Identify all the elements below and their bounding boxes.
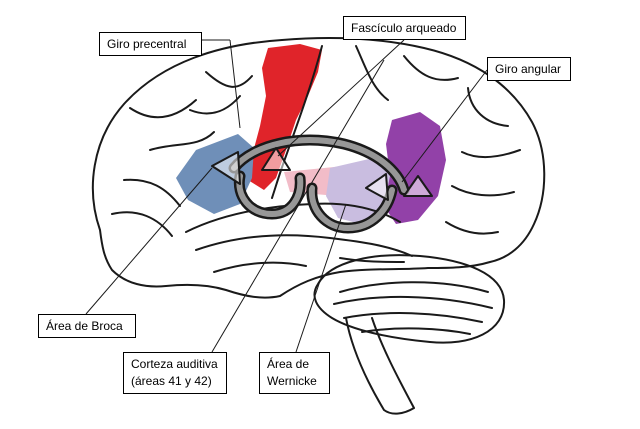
leader-auditiva xyxy=(211,59,385,353)
arrowhead-wernicke xyxy=(365,173,389,201)
label-giro-angular-text: Giro angular xyxy=(495,62,562,76)
leader-wernicke xyxy=(295,203,347,353)
label-giro-precentral: Giro precentral xyxy=(99,32,202,56)
gyri-parietal xyxy=(355,45,521,235)
label-corteza-auditiva: Corteza auditiva (áreas 41 y 42) xyxy=(123,352,227,394)
brain-stem xyxy=(345,317,415,415)
label-corteza-auditiva-line1: Corteza auditiva xyxy=(131,357,218,371)
cerebellum-outline xyxy=(313,254,506,344)
label-giro-precentral-text: Giro precentral xyxy=(107,37,187,51)
label-area-wernicke: Área de Wernicke xyxy=(259,352,330,394)
label-giro-angular: Giro angular xyxy=(487,57,571,81)
arrowhead-broca xyxy=(211,151,241,185)
precentral-gyrus-region xyxy=(248,44,322,190)
label-area-broca-text: Área de Broca xyxy=(46,319,123,333)
leader-angular xyxy=(401,69,488,183)
label-area-broca: Área de Broca xyxy=(38,314,136,338)
arrowhead-angular xyxy=(403,175,433,197)
label-corteza-auditiva-line2: (áreas 41 y 42) xyxy=(131,374,212,388)
wernicke-area-region xyxy=(326,156,394,226)
label-fasciculo-arqueado-text: Fascículo arqueado xyxy=(351,21,457,35)
leader-broca xyxy=(85,167,213,315)
leader-arqueado xyxy=(277,39,405,157)
gyri-frontal xyxy=(111,71,253,237)
label-area-wernicke-line2: Wernicke xyxy=(267,374,317,388)
label-fasciculo-arqueado: Fascículo arqueado xyxy=(343,16,466,40)
cerebellum-folia xyxy=(333,281,493,335)
arrowhead-precentral xyxy=(261,147,291,171)
label-area-wernicke-line1: Área de xyxy=(267,357,310,371)
central-sulcus xyxy=(271,45,323,199)
brain-outline xyxy=(91,37,546,299)
gyri-temporal xyxy=(195,234,413,273)
leader-precentral-2 xyxy=(229,39,241,129)
